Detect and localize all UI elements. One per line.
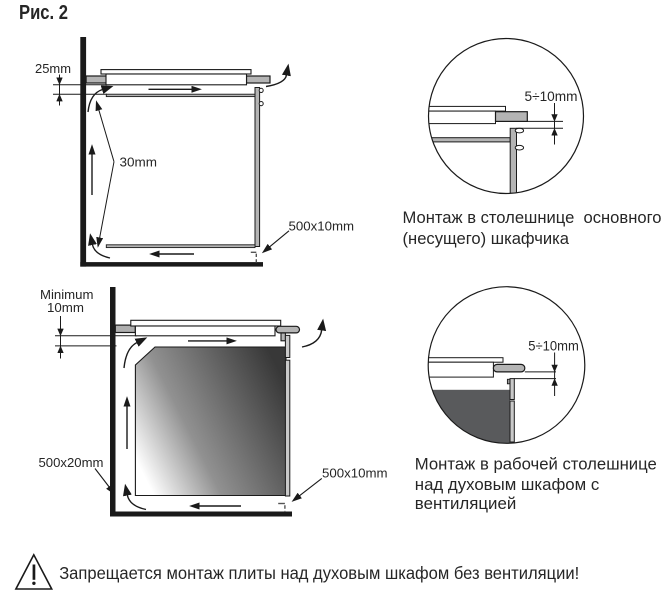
svg-text:500x10mm: 500x10mm (289, 218, 355, 233)
svg-text:(несущего) шкафчика: (несущего) шкафчика (403, 229, 570, 248)
svg-text:Монтаж в столешнице основного: Монтаж в столешнице основного (403, 208, 662, 227)
svg-text:30mm: 30mm (120, 154, 158, 169)
svg-text:Рис. 2: Рис. 2 (19, 2, 68, 24)
svg-text:над духовым шкафом с: над духовым шкафом с (415, 475, 600, 494)
svg-text:Запрещается монтаж плиты над д: Запрещается монтаж плиты над духовым шка… (59, 563, 579, 583)
svg-text:5÷10mm: 5÷10mm (528, 338, 579, 353)
svg-text:500x20mm: 500x20mm (39, 455, 104, 470)
svg-text:500x10mm: 500x10mm (322, 466, 388, 481)
svg-text:вентиляцией: вентиляцией (415, 494, 517, 513)
svg-text:25mm: 25mm (35, 61, 71, 76)
svg-text:5÷10mm: 5÷10mm (525, 89, 578, 104)
svg-text:Minimum: Minimum (40, 287, 94, 302)
svg-text:Монтаж в рабочей столешнице: Монтаж в рабочей столешнице (415, 454, 657, 473)
svg-text:10mm: 10mm (47, 300, 84, 315)
